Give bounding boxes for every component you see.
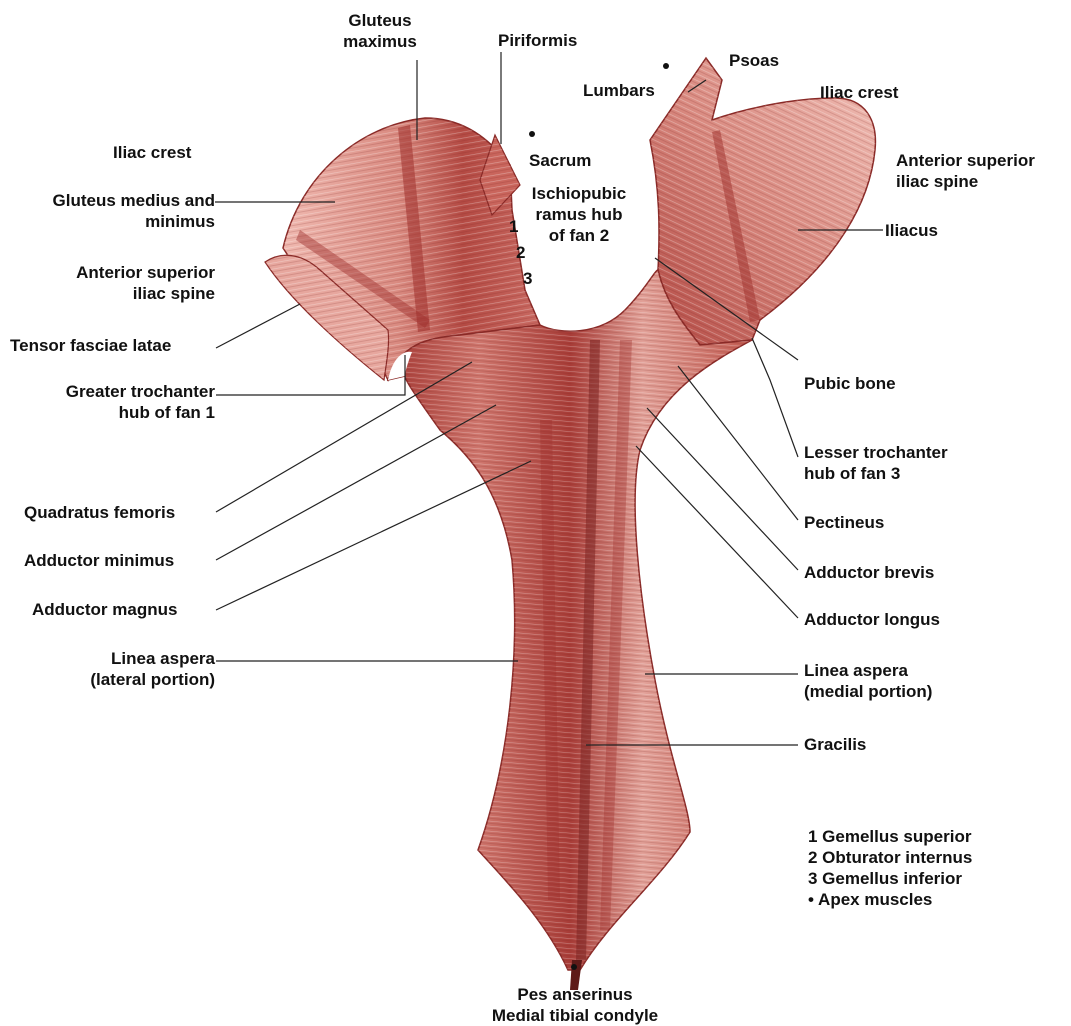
apex-dot-pes	[571, 964, 577, 970]
apex-dot-sacrum	[529, 131, 535, 137]
legend: 1 Gemellus superior 2 Obturator internus…	[808, 826, 972, 910]
label-adductor-brevis: Adductor brevis	[804, 562, 934, 583]
label-linea-aspera-medial: Linea aspera(medial portion)	[804, 660, 932, 702]
label-adductor-magnus: Adductor magnus	[32, 599, 177, 620]
marker-2: 2	[516, 243, 525, 263]
label-piriformis: Piriformis	[498, 30, 577, 51]
fan-2-adductor-stem	[388, 270, 752, 990]
label-lumbars: Lumbars	[583, 80, 655, 101]
legend-item: • Apex muscles	[808, 889, 972, 910]
label-pectineus: Pectineus	[804, 512, 884, 533]
label-adductor-minimus: Adductor minimus	[24, 550, 174, 571]
label-psoas: Psoas	[729, 50, 779, 71]
marker-3: 3	[523, 269, 532, 289]
label-quadratus-femoris: Quadratus femoris	[24, 502, 175, 523]
legend-item: 1 Gemellus superior	[808, 826, 972, 847]
legend-item: 3 Gemellus inferior	[808, 868, 972, 889]
label-iliac-crest-left: Iliac crest	[113, 142, 191, 163]
label-gracilis: Gracilis	[804, 734, 866, 755]
label-linea-aspera-lateral: Linea aspera(lateral portion)	[5, 648, 215, 690]
label-iliac-crest-right: Iliac crest	[820, 82, 898, 103]
label-pubic-bone: Pubic bone	[804, 373, 896, 394]
label-tensor-fasciae-latae: Tensor fasciae latae	[10, 335, 171, 356]
label-adductor-longus: Adductor longus	[804, 609, 940, 630]
label-iliacus: Iliacus	[885, 220, 938, 241]
legend-item: 2 Obturator internus	[808, 847, 972, 868]
label-sacrum: Sacrum	[529, 150, 591, 171]
apex-dot-lumbars	[663, 63, 669, 69]
marker-1: 1	[509, 217, 518, 237]
